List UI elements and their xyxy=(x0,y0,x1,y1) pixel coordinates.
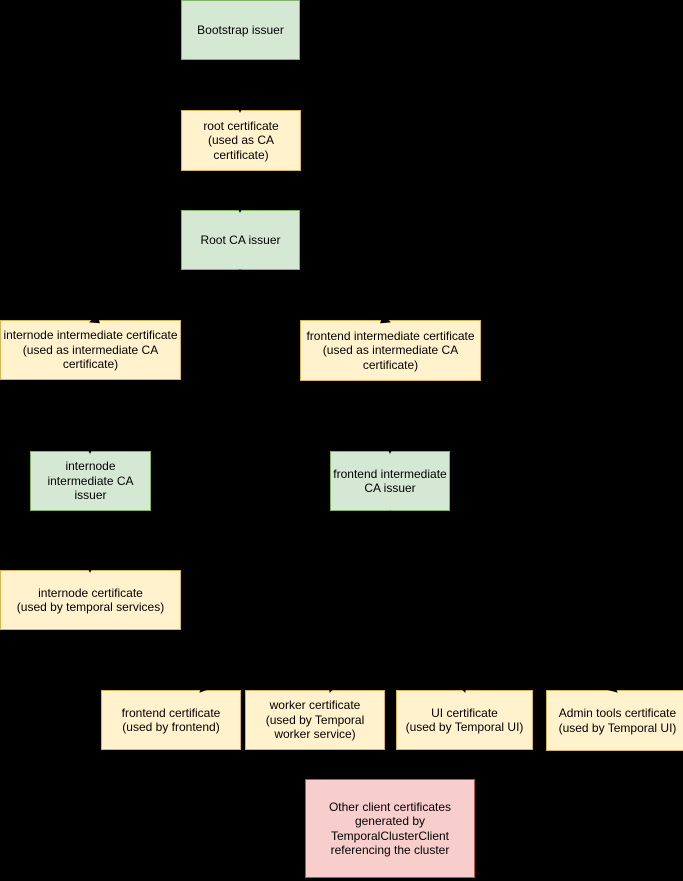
node-ui-certificate: UI certificate (used by Temporal UI) xyxy=(396,690,533,750)
node-other-client-certificates: Other client certificates generated by T… xyxy=(305,779,475,878)
node-frontend-intermediate-ca-issuer: frontend intermediate CA issuer xyxy=(330,451,450,511)
node-internode-intermediate-ca-issuer: internode intermediate CA issuer xyxy=(30,451,151,511)
edge-frontend-intermediate-ca-issuer-to-ui-certificate xyxy=(389,510,466,693)
edge-root-ca-issuer-to-frontend-intermediate-certificate xyxy=(239,269,391,324)
node-worker-certificate: worker certificate (used by Temporal wor… xyxy=(245,690,385,750)
node-internode-intermediate-certificate: internode intermediate certificate (used… xyxy=(0,320,181,380)
node-root-ca-issuer: Root CA issuer xyxy=(181,210,300,270)
node-bootstrap-issuer: Bootstrap issuer xyxy=(181,0,300,60)
edge-frontend-intermediate-ca-issuer-to-frontend-certificate xyxy=(199,510,391,693)
node-internode-certificate: internode certificate (used by temporal … xyxy=(0,570,181,630)
node-frontend-certificate: frontend certificate (used by frontend) xyxy=(101,690,241,750)
node-frontend-intermediate-certificate: frontend intermediate certificate (used … xyxy=(300,320,481,381)
edge-frontend-intermediate-ca-issuer-to-worker-certificate xyxy=(328,510,391,693)
edge-root-ca-issuer-to-internode-intermediate-certificate xyxy=(89,269,241,324)
edge-frontend-intermediate-ca-issuer-to-admin-tools-certificate xyxy=(389,510,618,693)
node-root-certificate: root certificate (used as CA certificate… xyxy=(181,110,301,171)
node-admin-tools-certificate: Admin tools certificate (used by Tempora… xyxy=(546,690,683,751)
